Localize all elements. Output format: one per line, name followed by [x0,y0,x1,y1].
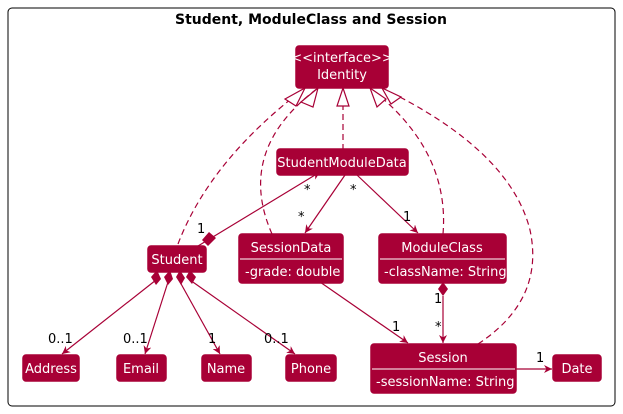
date-name: Date [561,362,592,377]
mult-student-email: 0..1 [123,332,148,347]
realization-triangles [283,86,403,109]
class-session: Session -sessionName: String [370,343,517,394]
name-box [201,354,252,382]
name-name: Name [207,362,245,377]
address-name: Address [25,362,77,377]
class-name: Name [201,354,252,382]
edge-student-phone [189,279,296,355]
class-date: Date [552,354,602,382]
edge-sessiondata-identity [260,87,319,235]
mult-smd-moduleclass-star: * [350,183,357,198]
class-student-module-data: StudentModuleData [276,148,409,176]
session-name: Session [418,351,468,366]
mult-student-name: 1 [208,332,216,347]
diamond-moduleclass-session [438,282,448,296]
diagram-title: Student, ModuleClass and Session [175,12,447,28]
identity-name: Identity [317,68,367,83]
edge-student-name [179,281,221,355]
mult-session-date: 1 [536,351,544,366]
mult-smd-student: * [304,183,311,198]
mult-moduleclass-session-one: 1 [434,292,442,307]
class-session-data: SessionData -grade: double [238,233,344,284]
triangle-smd [336,86,350,107]
edge-student-address [61,279,157,355]
edge-smd-moduleclass [356,174,419,234]
diamond-student-email [164,270,173,285]
date-box [552,354,602,382]
mult-student-phone: 0..1 [264,332,289,347]
mult-moduleclass-session-star: * [435,320,442,335]
module-class-name: ModuleClass [401,241,483,256]
diamond-student-name [176,270,185,285]
email-name: Email [123,362,159,377]
class-student: Student [147,245,207,273]
diamond-student-address [151,270,161,285]
edge-smd-sessiondata [304,174,346,234]
session-data-name: SessionData [251,241,332,256]
mult-sessiondata-session: 1 [392,320,400,335]
mult-smd-moduleclass-one: 1 [403,210,411,225]
realization-edges [177,87,534,345]
identity-stereotype: <<interface>> [291,51,393,66]
class-module-class: ModuleClass -className: String [378,233,507,284]
edge-session-identity [381,87,534,345]
email-box [116,354,167,382]
class-email: Email [116,354,167,382]
triangle-moduleclass [368,86,387,109]
diamond-student-phone [186,270,196,284]
session-attr: -sessionName: String [376,375,514,390]
diamond-student-smd [202,232,216,246]
module-class-attr: -className: String [384,265,507,280]
student-box [147,245,207,273]
address-box [22,354,80,382]
student-module-data-box [276,148,409,176]
multiplicity-labels: * 1 * * 1 1 1 * 1 0..1 0..1 1 0..1 [48,183,544,366]
edge-student-email [143,281,169,355]
identity-box [295,45,389,89]
class-phone: Phone [285,354,337,382]
mult-student-address: 0..1 [48,332,73,347]
triangle-session [380,86,403,105]
edge-sessiondata-session [319,281,409,344]
session-data-attr: -grade: double [245,265,340,280]
diagram-frame [7,7,616,407]
student-name: Student [151,253,202,268]
association-edges [61,171,552,373]
triangle-student [283,86,307,107]
edge-moduleclass-identity [369,87,445,235]
phone-box [285,354,337,382]
triangle-sessiondata [299,86,320,108]
mult-smd-sessiondata: * [298,210,305,225]
edge-student-identity [177,87,306,245]
edge-student-smd [197,171,321,247]
phone-name: Phone [291,362,331,377]
class-identity: <<interface>> Identity [291,45,393,89]
mult-student-smd: 1 [197,222,205,237]
class-address: Address [22,354,80,382]
composition-diamonds [151,232,448,296]
student-module-data-name: StudentModuleData [277,156,407,171]
